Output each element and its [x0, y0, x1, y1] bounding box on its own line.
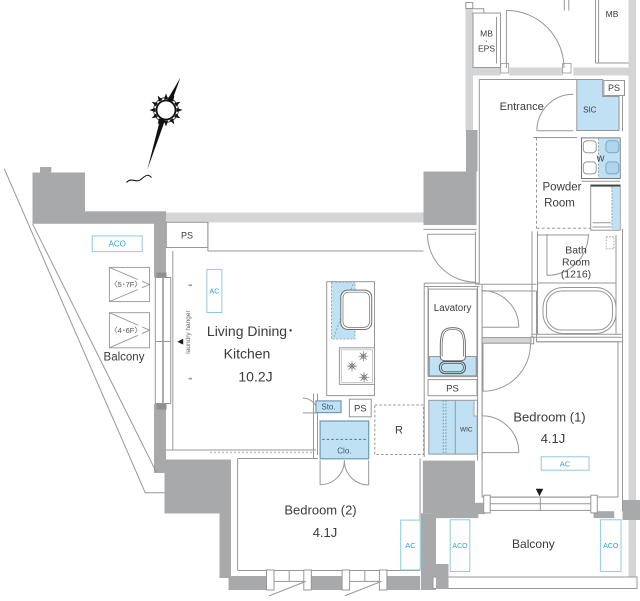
svg-text:PS: PS: [354, 404, 367, 415]
svg-text:AC: AC: [560, 460, 571, 469]
svg-text:Powder: Powder: [543, 182, 582, 194]
svg-text:ACO: ACO: [109, 240, 126, 249]
svg-text:Bath: Bath: [565, 245, 587, 257]
svg-text:laundry hanger: laundry hanger: [185, 309, 192, 353]
svg-text:PS: PS: [446, 384, 459, 395]
svg-text:4.1J: 4.1J: [541, 431, 566, 446]
svg-text:EPS: EPS: [478, 44, 495, 54]
svg-text:Bedroom (2): Bedroom (2): [284, 503, 356, 518]
svg-text:〈5･7F〉: 〈5･7F〉: [110, 280, 142, 289]
svg-text:Room: Room: [544, 198, 575, 210]
svg-text:Bedroom (1): Bedroom (1): [513, 410, 585, 425]
svg-text:〈4･6F〉: 〈4･6F〉: [110, 326, 142, 335]
svg-text:SIC: SIC: [583, 106, 597, 115]
svg-text:PS: PS: [608, 83, 620, 93]
svg-text:Balcony: Balcony: [104, 352, 145, 364]
svg-text:Room: Room: [562, 257, 590, 269]
svg-text:Living Dining･: Living Dining･: [207, 323, 294, 339]
svg-text:AC: AC: [210, 289, 220, 296]
svg-text:WIC: WIC: [460, 427, 473, 434]
svg-text:W: W: [596, 154, 604, 164]
svg-text:Clo.: Clo.: [337, 447, 351, 456]
svg-text:Entrance: Entrance: [500, 101, 544, 113]
svg-text:ACO: ACO: [452, 543, 468, 550]
svg-text:4.1J: 4.1J: [313, 525, 338, 540]
svg-text:MB: MB: [606, 9, 619, 19]
svg-text:(1216): (1216): [561, 269, 591, 281]
svg-text:Sto.: Sto.: [321, 403, 335, 412]
svg-text:Balcony: Balcony: [512, 537, 555, 551]
svg-text:Kitchen: Kitchen: [224, 346, 271, 362]
svg-text:AC: AC: [405, 541, 416, 550]
svg-text:ACO: ACO: [603, 543, 619, 550]
svg-text:Lavatory: Lavatory: [434, 303, 472, 314]
svg-text:10.2J: 10.2J: [238, 369, 272, 385]
svg-text:R: R: [395, 425, 403, 437]
svg-text:PS: PS: [181, 231, 193, 241]
